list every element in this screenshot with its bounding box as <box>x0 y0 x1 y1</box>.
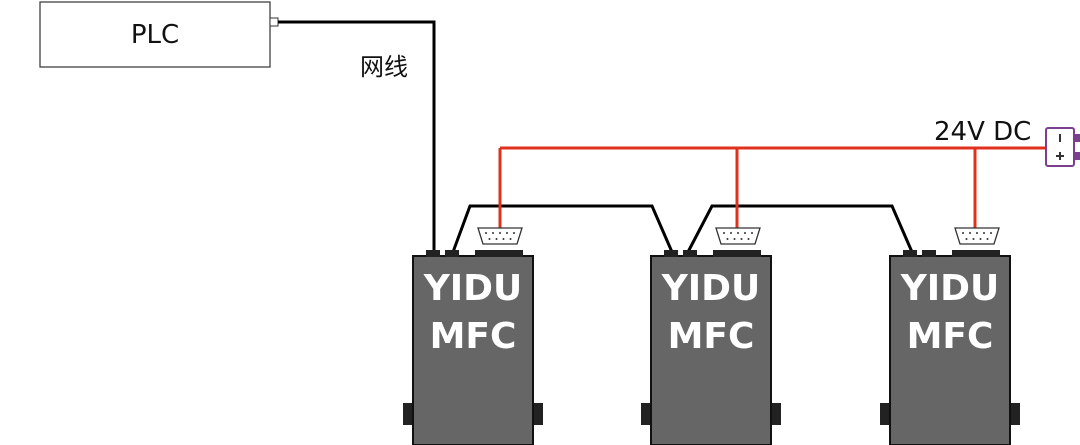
rj45-port-in <box>903 250 917 257</box>
plc-label: PLC <box>131 20 179 50</box>
mfc-device-1: YIDU MFC <box>403 227 543 445</box>
network-cable <box>278 20 436 252</box>
mfc-body <box>412 255 534 445</box>
daisy-chain-cables <box>451 204 914 253</box>
network-cable-label: 网线 <box>360 53 408 81</box>
plc-port <box>269 17 279 27</box>
power-lines <box>498 146 1048 232</box>
db9-connector-icon <box>715 227 761 245</box>
mfc-label-line1: YIDU <box>900 268 1000 309</box>
rj45-port-in <box>426 250 440 257</box>
mfc-label-line1: YIDU <box>661 268 761 309</box>
power-label: 24V DC <box>934 117 1031 147</box>
mfc-label-line1: YIDU <box>423 268 523 309</box>
db9-connector-icon <box>477 227 523 245</box>
rj45-port-out <box>445 250 459 257</box>
mfc-body <box>889 255 1011 445</box>
db9-base <box>952 250 1000 257</box>
mfc-device-2: YIDU MFC <box>641 227 781 445</box>
mfc-label-line2: MFC <box>668 316 755 357</box>
chain-cable-2-3 <box>686 204 914 253</box>
mfc-label-line2: MFC <box>430 316 517 357</box>
rj45-port-in <box>664 250 678 257</box>
chain-cable-1-2 <box>451 204 674 253</box>
db9-base <box>713 250 761 257</box>
db9-base <box>475 250 523 257</box>
rj45-port-out <box>683 250 697 257</box>
mfc-label-line2: MFC <box>907 316 994 357</box>
db9-connector-icon <box>954 227 1000 245</box>
plc-box: PLC <box>39 1 279 68</box>
power-connector-icon <box>1045 127 1080 167</box>
mfc-body <box>650 255 772 445</box>
rj45-port-out <box>922 250 936 257</box>
mfc-device-3: YIDU MFC <box>880 227 1020 445</box>
